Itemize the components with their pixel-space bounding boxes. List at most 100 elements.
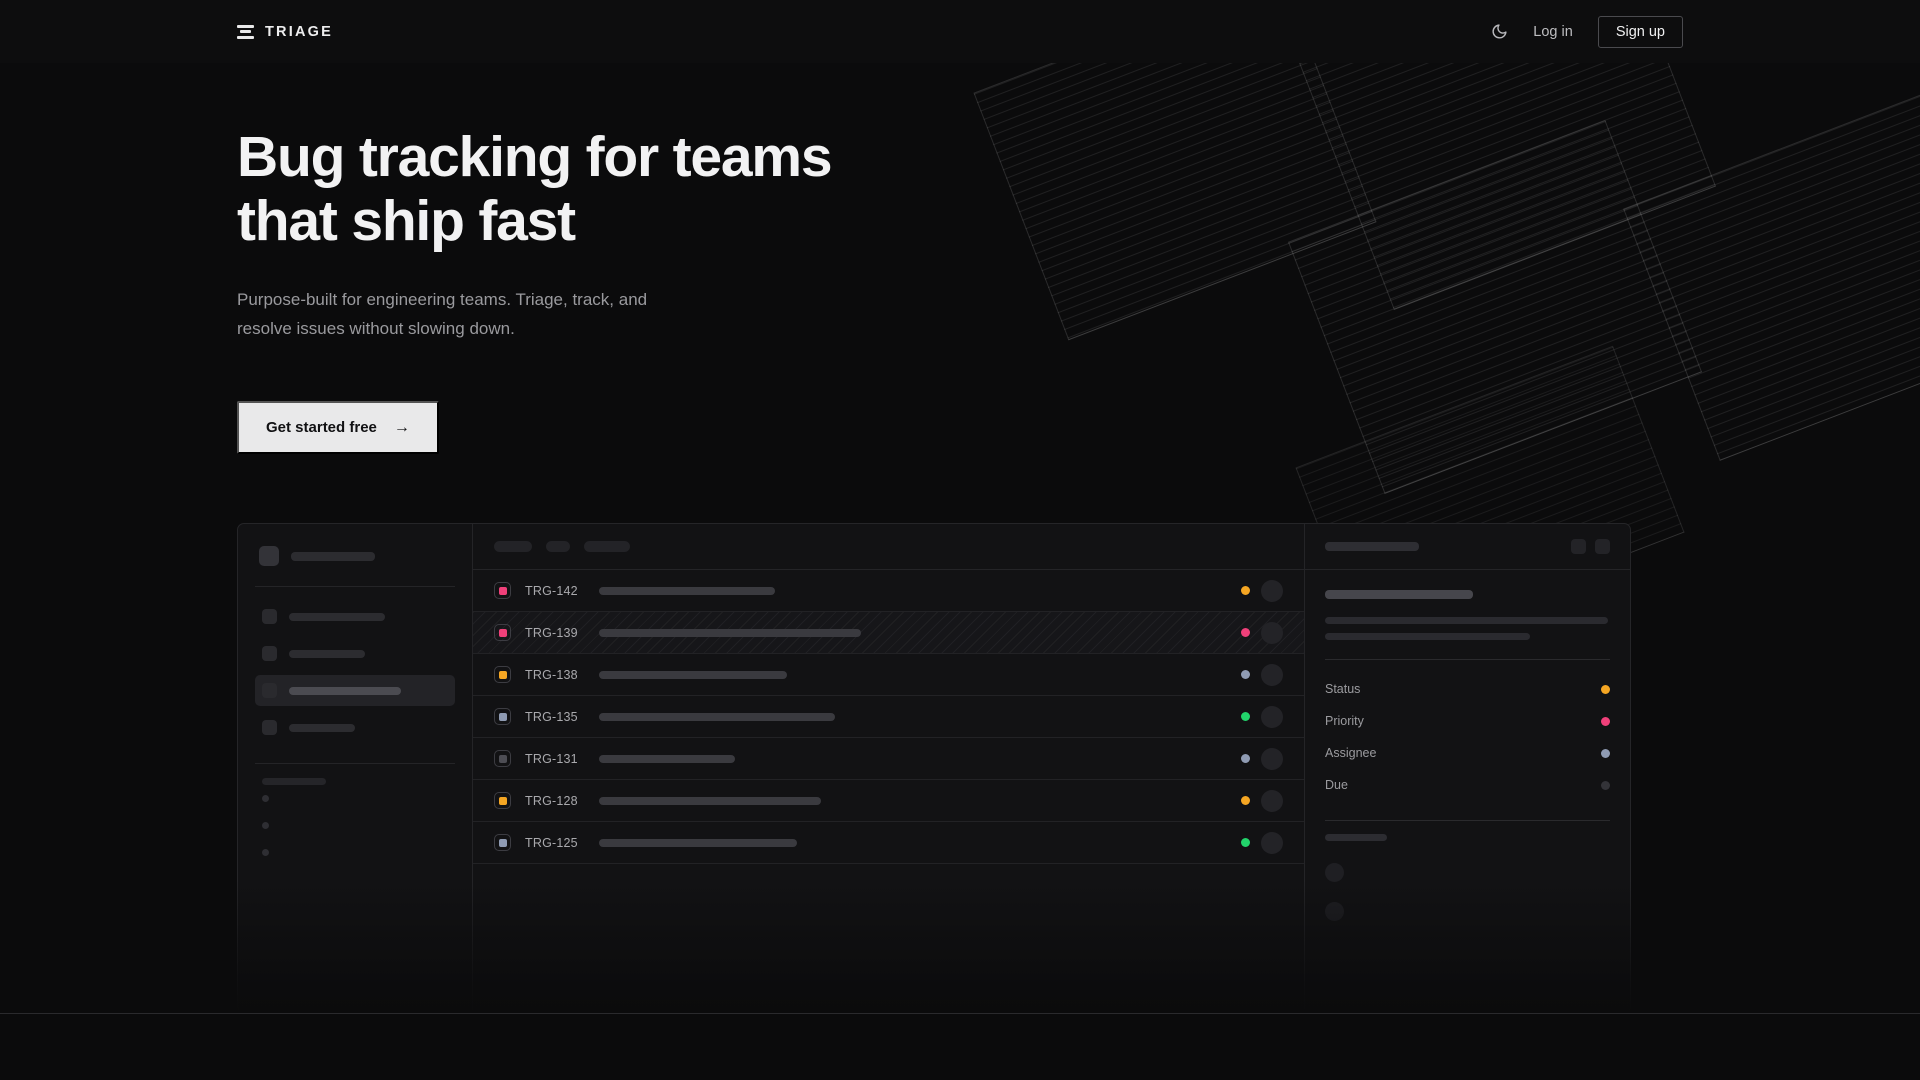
toolbar-control-0[interactable] [494,541,532,552]
status-badge [1241,670,1250,679]
table-row[interactable]: TRG-142 [473,570,1304,612]
sidebar-divider-top [255,586,455,587]
meta-label: Priority [1325,714,1364,728]
table-row[interactable]: TRG-131 [473,738,1304,780]
mock-sidebar-workspace[interactable] [255,542,455,566]
workspace-name-placeholder [291,552,375,561]
page-bottom-divider [0,1013,1920,1014]
sidebar-item-icon [262,683,277,698]
issue-title-placeholder [599,839,797,847]
hero-section: Bug tracking for teams that ship fast Pu… [237,125,831,454]
avatar [1325,902,1344,921]
sidebar-item-icon [262,720,277,735]
issue-title-placeholder [599,713,835,721]
issue-title-placeholder [599,671,787,679]
meta-value-dot [1601,749,1610,758]
brand-name: TRIAGE [265,24,333,40]
detail-action-icon-2[interactable] [1595,539,1610,554]
meta-row-assignee[interactable]: Assignee [1325,737,1610,769]
arrow-right-icon: → [394,420,410,436]
issue-title-placeholder [599,797,821,805]
table-row[interactable]: TRG-139 [473,612,1304,654]
brand-logo[interactable]: TRIAGE [237,24,333,40]
sidebar-item-label-placeholder [289,724,355,732]
meta-label: Status [1325,682,1360,696]
avatar [1261,580,1283,602]
sidebar-item-3[interactable] [255,712,455,743]
sidebar-label-item-2[interactable] [255,839,455,866]
issue-title-placeholder [599,587,775,595]
issue-list-toolbar [473,524,1304,570]
top-navigation-bar: TRIAGE Log in Sign up [0,0,1920,63]
avatar [1261,832,1283,854]
get-started-button[interactable]: Get started free → [237,401,439,454]
issue-title-placeholder [599,629,861,637]
sidebar-label-item-1[interactable] [255,812,455,839]
sidebar-item-0[interactable] [255,601,455,632]
detail-subtitle-placeholder [1325,590,1473,599]
table-row[interactable]: TRG-138 [473,654,1304,696]
avatar [1261,748,1283,770]
toolbar-control-2[interactable] [584,541,630,552]
detail-action-icon-1[interactable] [1571,539,1586,554]
issue-id: TRG-135 [525,710,599,724]
signup-button[interactable]: Sign up [1598,16,1683,48]
priority-badge [494,750,511,767]
issue-id: TRG-131 [525,752,599,766]
detail-activity-section [1325,834,1610,931]
status-badge [1241,586,1250,595]
issue-id: TRG-138 [525,668,599,682]
sidebar-item-label-placeholder [289,650,365,658]
detail-panel-body: StatusPriorityAssigneeDue [1305,570,1630,951]
detail-title-placeholder [1325,542,1419,551]
status-badge [1241,838,1250,847]
priority-badge [494,582,511,599]
table-row[interactable]: TRG-125 [473,822,1304,864]
decorative-panel-3 [1288,120,1702,494]
meta-value-dot [1601,781,1610,790]
page-title: Bug tracking for teams that ship fast [237,125,831,253]
sidebar-item-1[interactable] [255,638,455,669]
detail-body-lines [1325,617,1610,640]
toolbar-control-1[interactable] [546,541,570,552]
activity-row-0 [1325,853,1610,892]
get-started-label: Get started free [266,419,377,436]
sidebar-item-icon [262,646,277,661]
sidebar-label-dot-icon [262,822,269,829]
priority-badge [494,708,511,725]
avatar [1261,790,1283,812]
sidebar-divider-bottom [255,763,455,764]
avatar [1261,622,1283,644]
meta-row-due[interactable]: Due [1325,769,1610,801]
issue-id: TRG-142 [525,584,599,598]
decorative-panel-4 [1623,85,1920,461]
app-preview-card: TRG-142TRG-139TRG-138TRG-135TRG-131TRG-1… [237,523,1631,1013]
table-row[interactable]: TRG-128 [473,780,1304,822]
meta-row-status[interactable]: Status [1325,673,1610,705]
sidebar-label-item-0[interactable] [255,785,455,812]
mock-issue-list: TRG-142TRG-139TRG-138TRG-135TRG-131TRG-1… [473,524,1305,1012]
sidebar-item-label-placeholder [289,613,385,621]
mock-sidebar [238,524,473,1012]
priority-badge [494,792,511,809]
sidebar-label-dot-icon [262,795,269,802]
login-link[interactable]: Log in [1533,24,1573,40]
meta-row-priority[interactable]: Priority [1325,705,1610,737]
avatar [1261,706,1283,728]
priority-badge [494,624,511,641]
issue-id: TRG-128 [525,794,599,808]
avatar [1261,664,1283,686]
meta-value-dot [1601,717,1610,726]
status-badge [1241,796,1250,805]
avatar [1325,863,1344,882]
table-row[interactable]: TRG-135 [473,696,1304,738]
moon-icon[interactable] [1491,23,1508,40]
priority-badge [494,834,511,851]
meta-label: Due [1325,778,1348,792]
issue-id: TRG-125 [525,836,599,850]
sidebar-item-2[interactable] [255,675,455,706]
issue-rows-container: TRG-142TRG-139TRG-138TRG-135TRG-131TRG-1… [473,570,1304,864]
detail-divider [1325,659,1610,660]
workspace-avatar-placeholder [259,546,279,566]
